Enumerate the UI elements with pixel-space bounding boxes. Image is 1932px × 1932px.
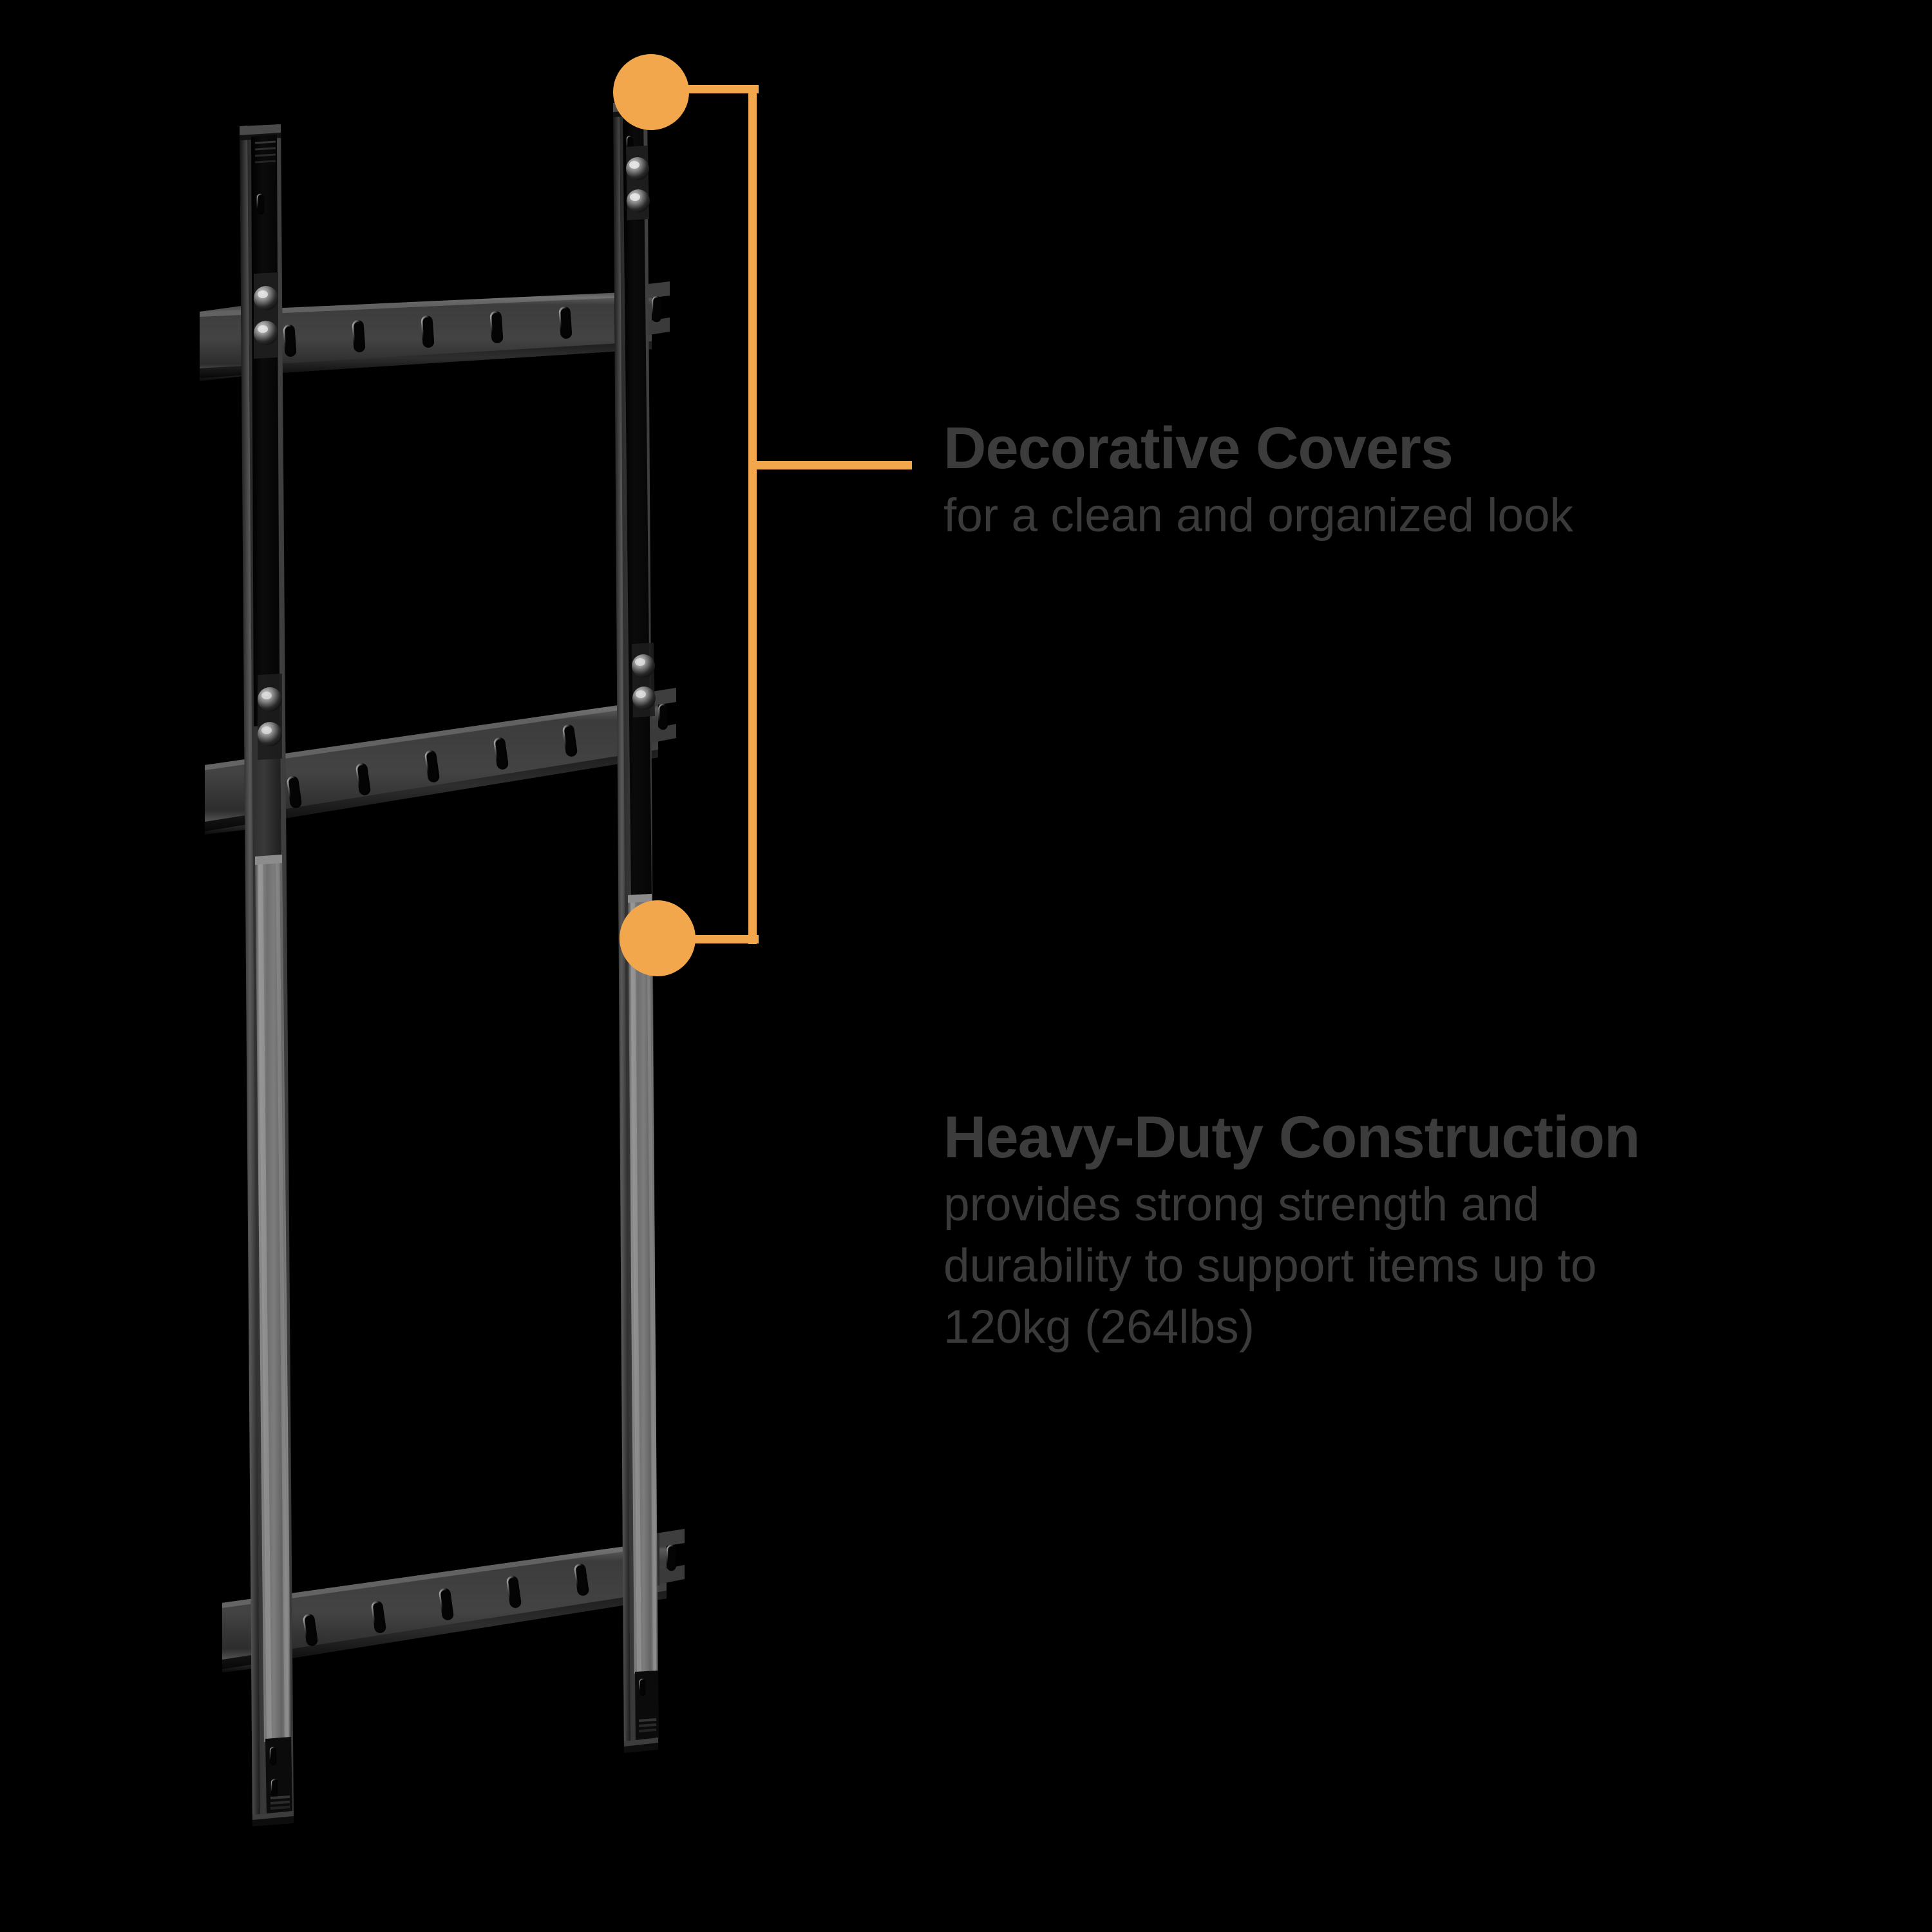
feature-block-decorative-covers: Decorative Covers for a clean and organi… <box>943 415 1877 547</box>
bolt-left-upper-2 <box>254 321 278 345</box>
callout-dot-bottom <box>620 900 696 976</box>
callout-dot-top <box>613 54 689 130</box>
callout-connector-label-branch <box>752 461 912 469</box>
bolt-right-upper-1 <box>626 157 649 180</box>
feature-subtitle-decorative-covers: for a clean and organized look <box>943 489 1574 542</box>
bolt-right-mid-2 <box>632 687 656 710</box>
feature-block-heavy-duty: Heavy-Duty Construction provides strong … <box>943 1104 1897 1358</box>
bolt-left-mid-1 <box>258 687 282 712</box>
rail-left <box>240 124 294 1826</box>
bolt-left-mid-2 <box>258 722 282 746</box>
decorative-cover-left <box>255 855 291 1742</box>
decorative-cover-right <box>628 894 658 1674</box>
bolt-left-upper-1 <box>254 286 278 310</box>
crossbar-top <box>200 281 670 381</box>
callout-connector-vertical <box>748 85 757 944</box>
feature-title-heavy-duty: Heavy-Duty Construction <box>943 1104 1640 1170</box>
crossbar-middle <box>205 688 676 835</box>
bolt-right-mid-1 <box>632 654 655 677</box>
crossbar-bottom <box>222 1529 685 1672</box>
bolt-right-upper-2 <box>627 189 650 213</box>
feature-title-decorative-covers: Decorative Covers <box>943 415 1454 481</box>
feature-subtitle-heavy-duty: provides strong strength and durability … <box>943 1178 1597 1353</box>
